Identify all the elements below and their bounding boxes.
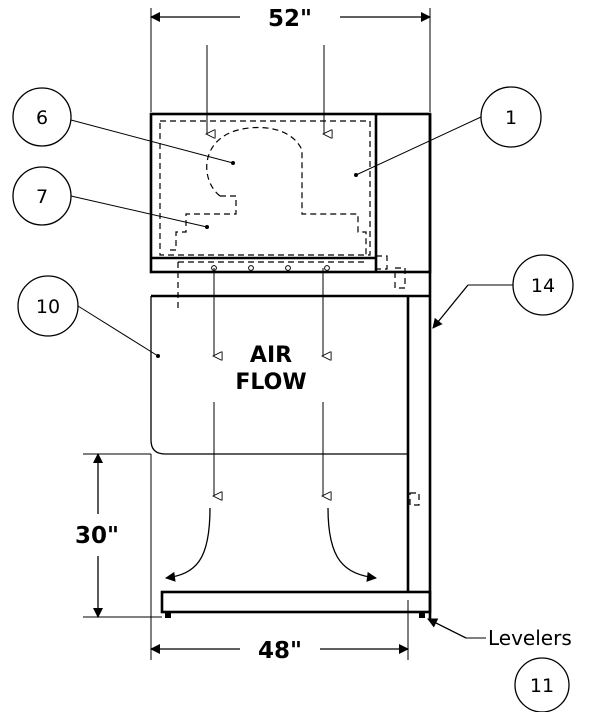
callout-14: 14 bbox=[432, 254, 574, 329]
bottom-width-label: 48" bbox=[258, 638, 302, 664]
svg-text:10: 10 bbox=[36, 296, 60, 318]
callout-7: 7 bbox=[12, 166, 209, 229]
callout-1: 1 bbox=[354, 86, 542, 177]
svg-text:6: 6 bbox=[36, 107, 48, 129]
svg-text:14: 14 bbox=[531, 275, 555, 297]
height-dimension: 30" bbox=[75, 453, 162, 618]
blower-housing bbox=[149, 45, 432, 308]
callout-11-levelers: Levelers 11 bbox=[427, 618, 572, 712]
bottom-dimension: 48" bbox=[150, 454, 409, 664]
callout-6: 6 bbox=[12, 87, 235, 165]
top-dimension: 52" bbox=[150, 6, 431, 112]
svg-text:7: 7 bbox=[36, 186, 48, 208]
svg-text:1: 1 bbox=[505, 107, 517, 129]
svg-text:11: 11 bbox=[530, 675, 554, 697]
callout-10: 10 bbox=[17, 275, 160, 358]
airflow-line1: AIR bbox=[250, 343, 292, 368]
airflow-line2: FLOW bbox=[235, 370, 306, 395]
levelers-label: Levelers bbox=[488, 626, 572, 650]
work-height-label: 30" bbox=[75, 523, 119, 549]
top-width-label: 52" bbox=[268, 6, 312, 32]
work-area: AIR FLOW bbox=[150, 114, 432, 620]
